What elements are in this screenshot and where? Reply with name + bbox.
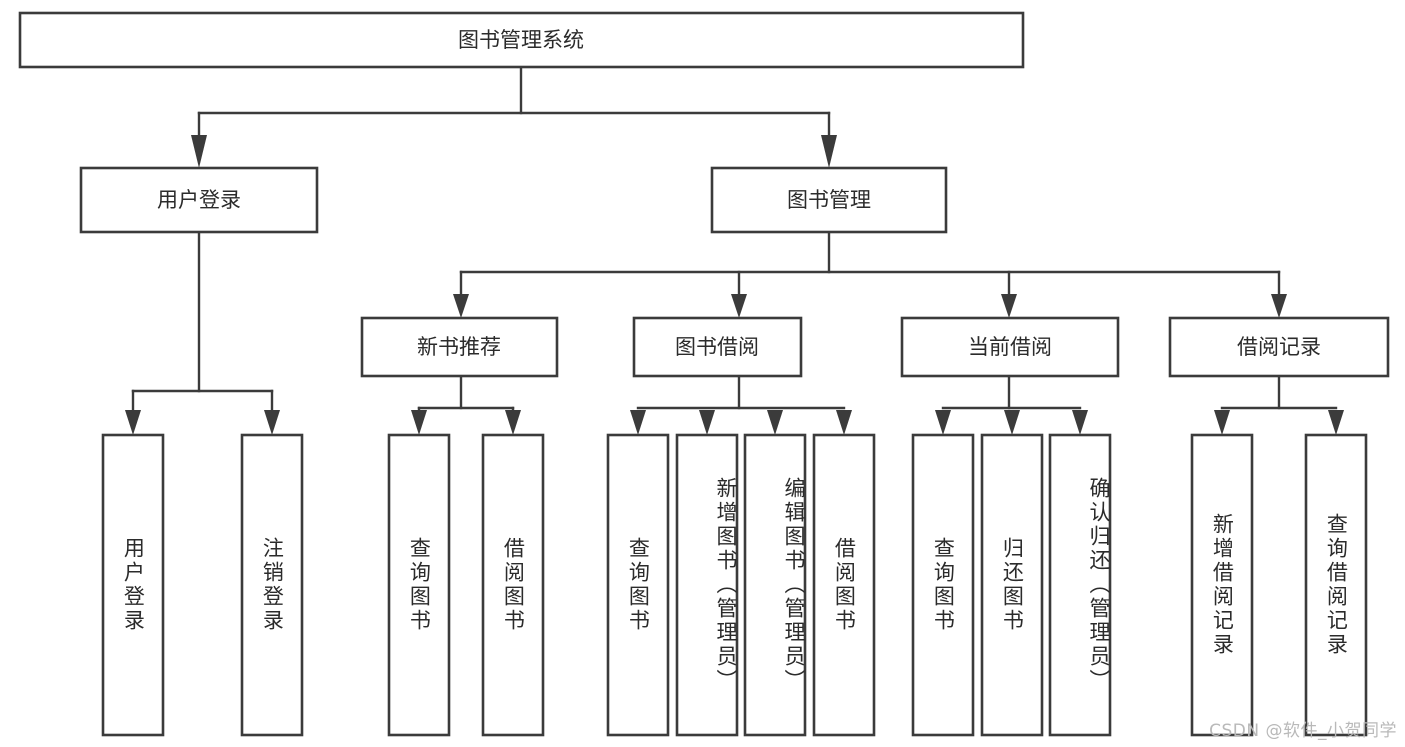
node-book-manage-label: 图书管理 — [787, 188, 871, 212]
node-current-borrow-label: 当前借阅 — [968, 335, 1052, 359]
leaf-box-add-book[interactable] — [675, 433, 739, 737]
leaf-box-logout[interactable] — [240, 433, 304, 737]
node-borrow-record[interactable]: 借阅记录 — [1168, 316, 1390, 378]
arrow-current-borrow-leaf-3-icon — [1072, 410, 1088, 435]
node-book-borrow[interactable]: 图书借阅 — [632, 316, 803, 378]
arrow-new-book-rec-leaf-2-icon — [505, 410, 521, 435]
arrow-root-to-user-login-icon — [191, 135, 207, 168]
connector-group-borrow-record — [1214, 374, 1344, 435]
leaf-box-borrow-book-1[interactable] — [481, 433, 545, 737]
arrow-to-borrow-record-icon — [1271, 294, 1287, 318]
node-root-box[interactable] — [18, 11, 1025, 69]
connector-group-book-borrow — [630, 374, 852, 435]
node-borrow-record-box[interactable] — [1168, 316, 1390, 378]
leaf-box-borrow-book-2[interactable] — [812, 433, 876, 737]
arrow-book-borrow-leaf-2-icon — [699, 410, 715, 435]
arrow-book-borrow-leaf-3-icon — [767, 410, 783, 435]
node-root-label: 图书管理系统 — [458, 28, 584, 52]
node-current-borrow-box[interactable] — [900, 316, 1120, 378]
arrow-current-borrow-leaf-2-icon — [1004, 410, 1020, 435]
leaf-box-confirm-return[interactable] — [1048, 433, 1112, 737]
connector-group-root — [191, 65, 837, 168]
leaf-box-query-record[interactable] — [1304, 433, 1368, 737]
arrow-root-to-book-manage-icon — [821, 135, 837, 168]
arrow-book-borrow-leaf-4-icon — [836, 410, 852, 435]
node-new-book-rec-box[interactable] — [360, 316, 559, 378]
node-borrow-record-label: 借阅记录 — [1237, 335, 1321, 359]
leaf-box-add-record[interactable] — [1190, 433, 1254, 737]
arrow-new-book-rec-leaf-1-icon — [411, 410, 427, 435]
arrow-borrow-record-leaf-2-icon — [1328, 410, 1344, 435]
node-root[interactable]: 图书管理系统 — [18, 11, 1025, 69]
leaf-box-edit-book[interactable] — [743, 433, 807, 737]
node-current-borrow[interactable]: 当前借阅 — [900, 316, 1120, 378]
node-book-borrow-box[interactable] — [632, 316, 803, 378]
arrow-to-current-borrow-icon — [1001, 294, 1017, 318]
node-book-manage-box[interactable] — [710, 166, 948, 234]
node-user-login-box[interactable] — [79, 166, 319, 234]
connector-group-book-manage — [453, 230, 1287, 318]
leaf-box-query-book-2[interactable] — [606, 433, 670, 737]
leaf-box-user-login[interactable] — [101, 433, 165, 737]
connector-group-user-login — [125, 230, 280, 435]
arrow-user-login-leaf-2-icon — [264, 410, 280, 435]
node-new-book-rec-label: 新书推荐 — [417, 335, 501, 359]
arrow-borrow-record-leaf-1-icon — [1214, 410, 1230, 435]
connector-group-new-book-rec — [411, 374, 521, 435]
leaf-box-query-book-3[interactable] — [911, 433, 975, 737]
node-new-book-rec[interactable]: 新书推荐 — [360, 316, 559, 378]
arrow-user-login-leaf-1-icon — [125, 410, 141, 435]
node-book-borrow-label: 图书借阅 — [675, 335, 759, 359]
arrow-to-book-borrow-icon — [731, 294, 747, 318]
leaf-box-return-book[interactable] — [980, 433, 1044, 737]
leaf-box-query-book-1[interactable] — [387, 433, 451, 737]
arrow-book-borrow-leaf-1-icon — [630, 410, 646, 435]
connector-group-current-borrow — [935, 374, 1088, 435]
arrow-current-borrow-leaf-1-icon — [935, 410, 951, 435]
node-user-login-label: 用户登录 — [157, 188, 241, 212]
node-book-manage[interactable]: 图书管理 — [710, 166, 948, 234]
node-user-login[interactable]: 用户登录 — [79, 166, 319, 234]
csdn-watermark: CSDN @软件_小贺同学 — [1209, 721, 1397, 741]
arrow-to-new-book-rec-icon — [453, 294, 469, 318]
